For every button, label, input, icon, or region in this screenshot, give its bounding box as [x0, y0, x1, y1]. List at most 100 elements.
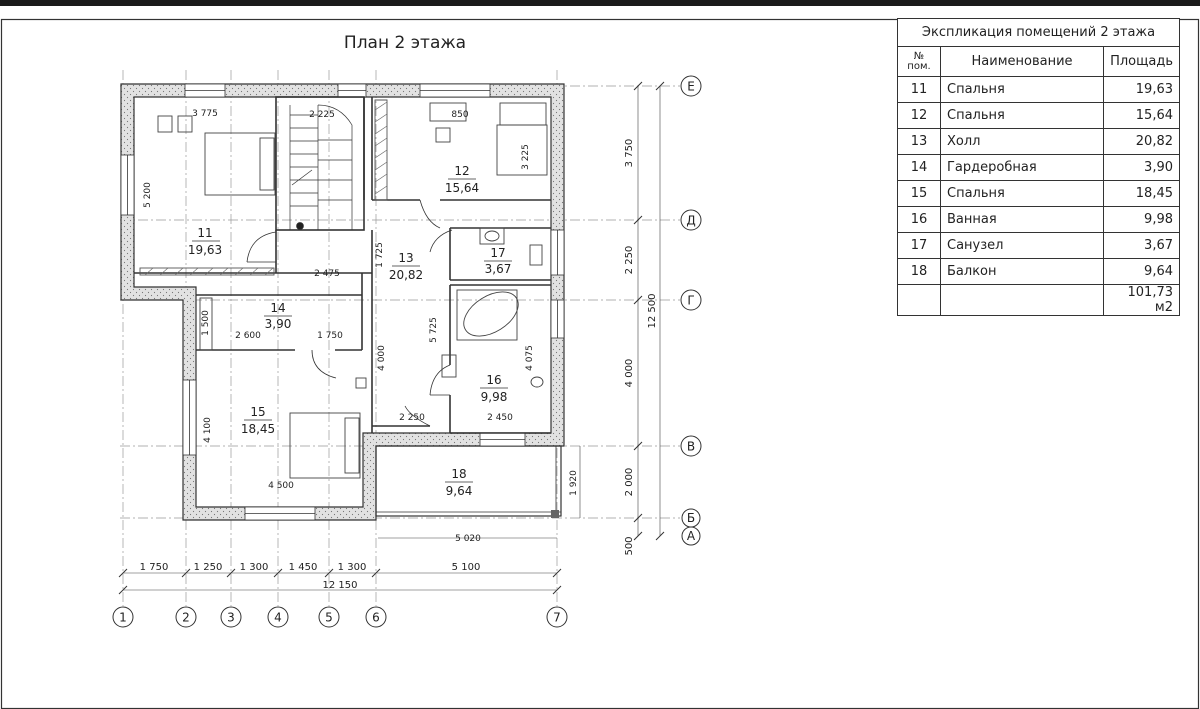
- dim-1450: 1 450: [289, 562, 318, 573]
- table-row: 11 Спальня 19,63: [897, 76, 1180, 103]
- room-11-number: 11: [197, 226, 212, 240]
- dim-1250: 1 250: [194, 562, 223, 573]
- dim-1500: 1 500: [201, 310, 211, 336]
- cell-name: Гардеробная: [939, 154, 1105, 181]
- cell-area: 9,64: [1103, 258, 1180, 285]
- cell-name: Санузел: [939, 232, 1105, 259]
- cell-number: 16: [897, 206, 941, 233]
- axis-marker-6: 6: [365, 606, 387, 628]
- room-18-area: 9,64: [446, 484, 473, 498]
- balcony: [375, 445, 562, 518]
- cell-number: 17: [897, 232, 941, 259]
- cell-number: 13: [897, 128, 941, 155]
- dim-2250-inner: 2 250: [399, 413, 425, 423]
- room-13: 13 20,82: [389, 251, 423, 282]
- interior-walls: [134, 96, 551, 434]
- svg-text:Д: Д: [686, 214, 695, 228]
- cell-number-empty: [897, 284, 941, 316]
- room-17: 17 3,67: [484, 246, 512, 276]
- dim-1300-b: 1 300: [338, 562, 367, 573]
- cell-number: 14: [897, 154, 941, 181]
- dim-1750-inner: 1 750: [317, 331, 343, 341]
- cell-area: 3,90: [1103, 154, 1180, 181]
- table-row: 17 Санузел 3,67: [897, 232, 1180, 259]
- dim-4000: 4 000: [624, 359, 635, 388]
- axis-marker-V: В: [680, 435, 702, 457]
- dim-5200: 5 200: [143, 182, 153, 208]
- table-row: 13 Холл 20,82: [897, 128, 1180, 155]
- svg-text:1: 1: [119, 611, 127, 625]
- cell-number: 15: [897, 180, 941, 207]
- room-17-area: 3,67: [485, 262, 512, 276]
- room-14-area: 3,90: [265, 317, 292, 331]
- svg-text:В: В: [687, 440, 695, 454]
- cell-name: Холл: [939, 128, 1105, 155]
- dim-total-width: 12 150: [323, 580, 358, 591]
- room-15: 15 18,45: [241, 405, 275, 436]
- axis-marker-1: 1: [112, 606, 134, 628]
- room-16-number: 16: [486, 373, 501, 387]
- cell-name: Спальня: [939, 76, 1105, 103]
- axis-marker-G: Г: [680, 289, 702, 311]
- right-dimensions: 3 750 2 250 4 000 2 000 500 12 500: [624, 139, 658, 556]
- room-15-area: 18,45: [241, 422, 275, 436]
- room-16-area: 9,98: [481, 390, 508, 404]
- axis-marker-2: 2: [175, 606, 197, 628]
- exterior-wall: [120, 83, 565, 521]
- dim-4500: 4 500: [268, 481, 294, 491]
- dim-3225: 3 225: [521, 144, 531, 170]
- grid-axis-markers-vertical: 1 2 3 4 5 6 7: [112, 606, 568, 628]
- dim-850: 850: [451, 110, 468, 120]
- table-row: 18 Балкон 9,64: [897, 258, 1180, 285]
- cell-number: 18: [897, 258, 941, 285]
- room-18: 18 9,64: [445, 467, 473, 498]
- svg-text:Г: Г: [687, 294, 694, 308]
- table-row: 15 Спальня 18,45: [897, 180, 1180, 207]
- cell-number: 11: [897, 76, 941, 103]
- rooms-explication-table: Экспликация помещений 2 этажа № пом. Наи…: [897, 18, 1180, 316]
- cell-area: 3,67: [1103, 232, 1180, 259]
- svg-text:А: А: [687, 529, 696, 543]
- room-12: 12 15,64: [445, 164, 479, 195]
- cell-number: 12: [897, 102, 941, 129]
- cell-name: Ванная: [939, 206, 1105, 233]
- table-total-row: 101,73 м2: [897, 284, 1180, 316]
- col-header-name: Наименование: [939, 46, 1105, 77]
- room-13-area: 20,82: [389, 268, 423, 282]
- axis-marker-E: Е: [680, 75, 702, 97]
- col-header-number: № пом.: [897, 46, 941, 77]
- inner-dimensions: 3 775 2 225 850 3 225 5 200 2 475 1 725 …: [143, 109, 579, 544]
- cell-area: 9,98: [1103, 206, 1180, 233]
- dimension-lines: [123, 86, 661, 591]
- svg-text:4: 4: [274, 611, 282, 625]
- room-15-number: 15: [250, 405, 265, 419]
- dim-2225: 2 225: [309, 110, 335, 120]
- furniture: [139, 99, 548, 479]
- table-caption: Экспликация помещений 2 этажа: [897, 18, 1180, 47]
- dim-4075: 4 075: [525, 345, 535, 371]
- dim-1750: 1 750: [140, 562, 169, 573]
- svg-text:7: 7: [553, 611, 561, 625]
- dim-5725: 5 725: [429, 317, 439, 343]
- cell-area: 15,64: [1103, 102, 1180, 129]
- room-17-number: 17: [490, 246, 505, 260]
- cell-area: 20,82: [1103, 128, 1180, 155]
- dim-2250: 2 250: [624, 246, 635, 275]
- room-13-number: 13: [398, 251, 413, 265]
- dim-total-height: 12 500: [647, 294, 658, 329]
- cell-area: 18,45: [1103, 180, 1180, 207]
- col-header-area: Площадь: [1103, 46, 1180, 77]
- wardrobe-hatching: [144, 101, 388, 276]
- room-12-area: 15,64: [445, 181, 479, 195]
- cell-area: 19,63: [1103, 76, 1180, 103]
- axis-marker-D: Д: [680, 209, 702, 231]
- room-11-area: 19,63: [188, 243, 222, 257]
- dim-5100: 5 100: [452, 562, 481, 573]
- axis-marker-A: А: [681, 526, 701, 546]
- svg-text:2: 2: [182, 611, 190, 625]
- dim-4100: 4 100: [203, 417, 213, 443]
- windows: [120, 83, 565, 521]
- room-14: 14 3,90: [264, 301, 292, 331]
